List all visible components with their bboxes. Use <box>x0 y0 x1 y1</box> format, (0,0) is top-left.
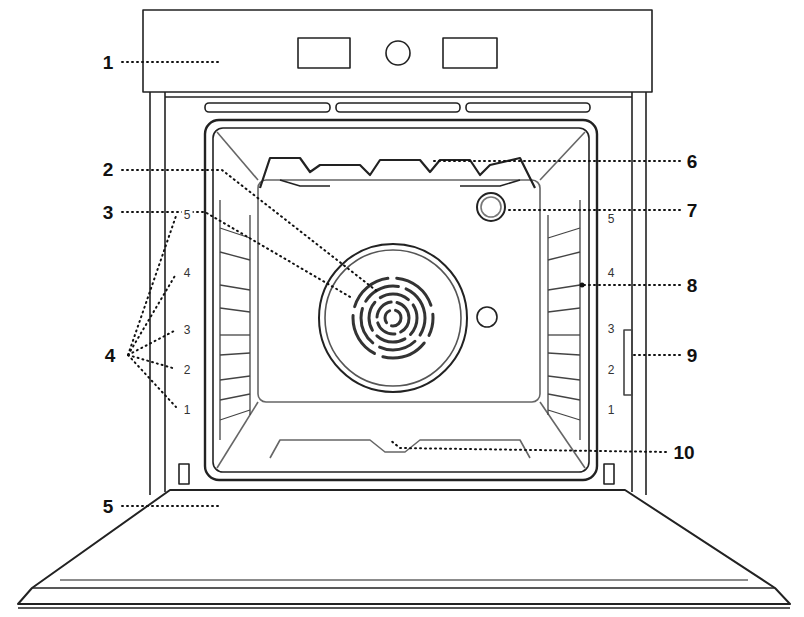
callout-number: 2 <box>101 159 116 180</box>
right-shelf-rails <box>548 200 580 440</box>
cavity-edge <box>217 402 258 468</box>
callout-number: 10 <box>671 442 696 463</box>
hinge <box>179 464 189 484</box>
shelf-level-number: 4 <box>182 266 193 280</box>
leader-dot <box>580 283 585 288</box>
frame-side <box>645 92 647 495</box>
grill-element <box>280 180 520 186</box>
cavity-inner <box>213 128 589 472</box>
door-edge <box>60 579 748 581</box>
callout-number: 3 <box>101 202 116 223</box>
cavity-outline <box>205 120 597 480</box>
callout-number: 1 <box>101 52 116 73</box>
frame-side <box>164 92 166 492</box>
shelf-level-number: 4 <box>606 266 617 280</box>
callout-number: 5 <box>101 496 116 517</box>
vent <box>336 103 460 112</box>
callout-number: 4 <box>103 345 118 366</box>
leader-lines <box>122 62 680 506</box>
vent <box>466 103 590 112</box>
shelf-level-number: 5 <box>182 208 193 222</box>
shelf-level-number: 2 <box>606 363 617 377</box>
shelf-level-number: 1 <box>182 403 193 417</box>
cavity-edge <box>540 402 585 468</box>
side-bracket <box>624 330 632 395</box>
door <box>18 490 790 604</box>
display <box>298 38 350 68</box>
door-edge <box>32 587 775 589</box>
shelf-level-number: 3 <box>182 323 193 337</box>
shelf-level-number: 3 <box>606 322 617 336</box>
fan-cover <box>325 250 461 386</box>
door-edge <box>18 607 790 609</box>
control-panel <box>143 10 652 92</box>
fan-cover <box>319 244 467 392</box>
cavity-edge <box>540 132 585 180</box>
lamp <box>481 197 501 217</box>
back-wall <box>258 180 540 402</box>
fan-screw <box>477 307 497 327</box>
cavity-edge <box>217 132 258 180</box>
callout-number: 9 <box>685 345 700 366</box>
vent <box>205 103 330 112</box>
frame-top <box>165 96 632 98</box>
display <box>443 38 497 68</box>
shelf-level-number: 1 <box>606 403 617 417</box>
fan-grille <box>353 278 433 358</box>
grill-element <box>260 158 535 188</box>
shelf-level-number: 5 <box>606 212 617 226</box>
lamp <box>477 193 505 221</box>
knob <box>386 41 410 65</box>
callout-number: 8 <box>685 275 700 296</box>
callout-number: 7 <box>685 200 700 221</box>
shelf-level-number: 2 <box>182 363 193 377</box>
frame-side <box>631 92 633 492</box>
callout-number: 6 <box>685 151 700 172</box>
hinge <box>604 464 614 484</box>
